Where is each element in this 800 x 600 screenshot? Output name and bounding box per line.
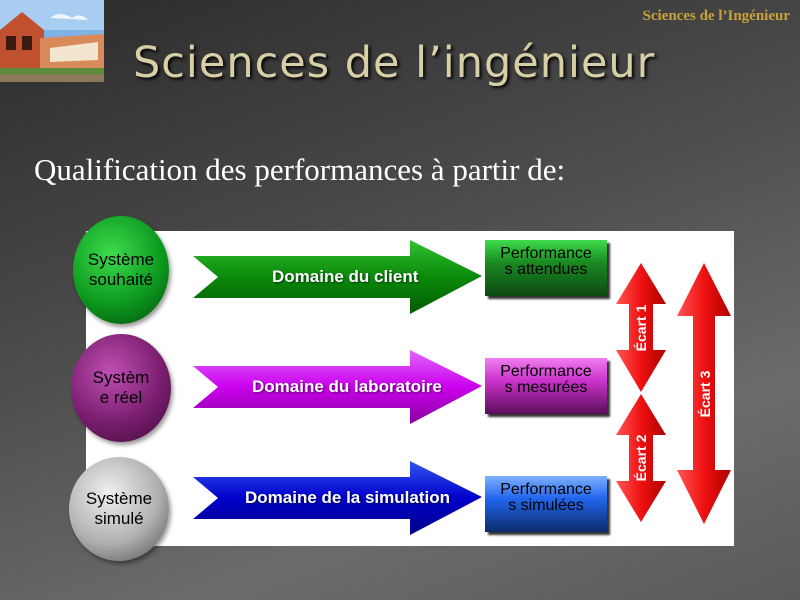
page-title: Sciences de l’ingénieur xyxy=(133,38,656,88)
performance-simulees: Performance s simulées xyxy=(485,476,607,532)
header-corner-label: Sciences de l’Ingénieur xyxy=(642,8,791,24)
gap-arrow-3 xyxy=(677,263,731,524)
system-reel-line1: Systèm xyxy=(92,367,150,387)
performance-simulees-line1: Performance xyxy=(500,481,592,498)
gap-label-3: Écart 3 xyxy=(697,370,713,417)
domain-label-client: Domaine du client xyxy=(272,267,419,286)
gap-arrow-1 xyxy=(616,263,666,392)
performance-attendues: Performance s attendues xyxy=(485,240,607,296)
performance-attendues-line1: Performance xyxy=(500,245,592,262)
system-simule-line2: simulé xyxy=(94,509,144,528)
system-reel: Systèm e réel xyxy=(71,334,171,442)
performance-simulees-line2: s simulées xyxy=(508,497,584,514)
performance-mesurees-line1: Performance xyxy=(500,363,592,380)
gap-arrow-2 xyxy=(616,394,666,522)
performance-mesurees: Performance s mesurées xyxy=(485,358,607,414)
system-simule: Système simulé xyxy=(69,457,169,561)
system-reel-line2: e réel xyxy=(99,388,143,407)
system-souhaite-line2: souhaité xyxy=(88,270,154,289)
gap-label-2: Écart 2 xyxy=(633,434,649,481)
system-simule-line1: Système xyxy=(85,488,153,508)
domain-arrow-client xyxy=(193,240,482,314)
domain-label-simulation: Domaine de la simulation xyxy=(245,488,450,507)
school-building-logo xyxy=(0,0,104,82)
performance-mesurees-line2: s mesurées xyxy=(504,379,588,396)
domain-label-laboratoire: Domaine du laboratoire xyxy=(252,377,442,396)
system-souhaite-line1: Système xyxy=(87,249,155,269)
performance-attendues-line2: s attendues xyxy=(504,261,588,278)
gap-label-1: Écart 1 xyxy=(633,304,649,351)
domain-arrow-simulation xyxy=(193,461,482,535)
system-souhaite: Système souhaité xyxy=(73,216,169,324)
domain-arrow-laboratoire xyxy=(193,350,482,424)
page-subtitle: Qualification des performances à partir … xyxy=(34,152,566,187)
